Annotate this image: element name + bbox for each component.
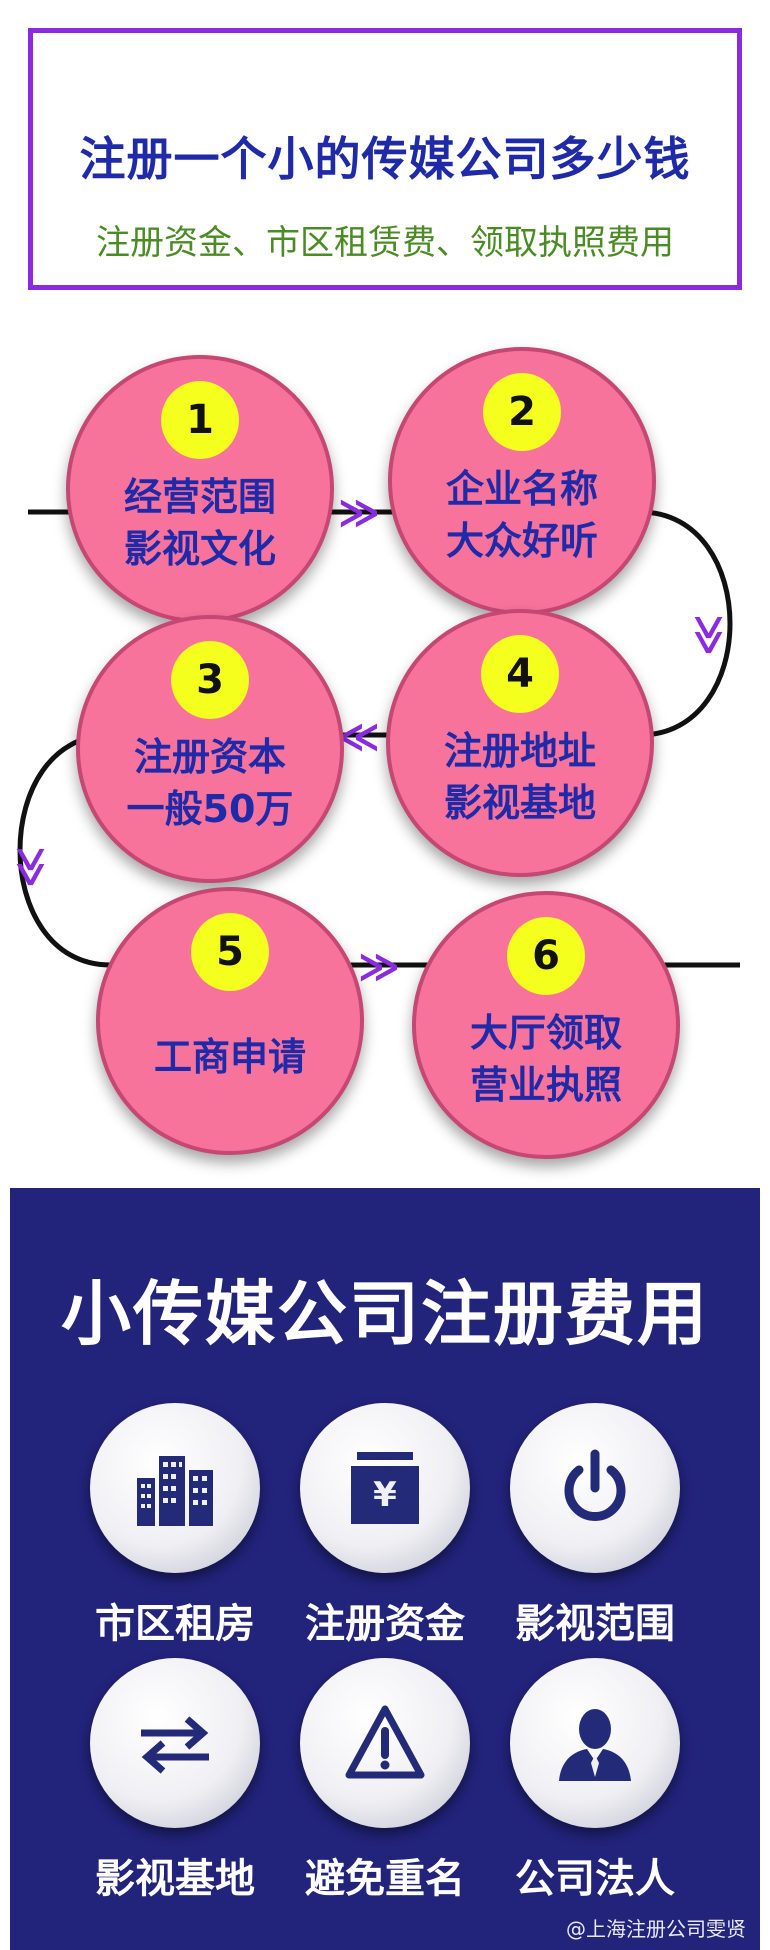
buildings-icon <box>137 1456 213 1526</box>
chevron-down-icon: ≫ <box>685 614 732 656</box>
step-number: 4 <box>481 635 559 713</box>
page-subtitle: 注册资金、市区租赁费、领取执照费用 <box>96 223 674 263</box>
chevron-right-icon: ≫ <box>338 490 380 536</box>
power-icon <box>564 1449 626 1521</box>
watermark: @上海注册公司雯贤 <box>566 1917 746 1941</box>
page-title: 注册一个小的传媒公司多少钱 <box>79 132 691 186</box>
fee-label: 影视基地 <box>95 1856 255 1902</box>
fee-item-scope: 影视范围 <box>495 1403 695 1653</box>
step-number: 6 <box>507 917 585 995</box>
step-text: 注册资本 一般50万 <box>80 731 340 835</box>
step-text: 注册地址 影视基地 <box>390 725 650 829</box>
fee-item-rent: 市区租房 <box>75 1403 275 1653</box>
step-3: 3 注册资本 一般50万 <box>76 615 344 883</box>
fee-circle <box>300 1658 470 1828</box>
fee-item-base: 影视基地 <box>75 1658 275 1908</box>
step-line: 大众好听 <box>445 519 598 563</box>
step-number: 3 <box>171 641 249 719</box>
fee-label: 影视范围 <box>515 1601 675 1647</box>
fee-circle <box>510 1403 680 1573</box>
header-box: 注册一个小的传媒公司多少钱 注册资金、市区租赁费、领取执照费用 <box>28 28 742 290</box>
fees-title: 小传媒公司注册费用 <box>61 1273 709 1355</box>
step-line: 大厅领取 <box>469 1011 622 1055</box>
step-line: 企业名称 <box>445 467 598 511</box>
chevron-left-icon: ≪ <box>338 714 380 760</box>
step-text: 工商申请 <box>100 1031 360 1083</box>
step-line: 影视基地 <box>443 781 596 825</box>
fee-item-capital: ¥ 注册资金 <box>285 1403 485 1653</box>
step-line: 工商申请 <box>153 1035 306 1079</box>
fee-item-legal-rep: 公司法人 <box>495 1658 695 1908</box>
flow-path <box>17 509 740 968</box>
fee-circle <box>90 1403 260 1573</box>
step-line: 注册地址 <box>443 729 596 773</box>
person-icon <box>559 1709 631 1781</box>
svg-text:¥: ¥ <box>373 1475 397 1515</box>
step-line: 营业执照 <box>469 1063 622 1107</box>
step-2: 2 企业名称 大众好听 <box>388 347 656 615</box>
step-line: 注册资本 <box>133 735 286 779</box>
chevron-down-icon: ≫ <box>7 846 54 888</box>
fee-item-unique-name: 避免重名 <box>285 1658 485 1908</box>
step-line: 影视文化 <box>123 527 276 571</box>
fee-circle: ¥ <box>300 1403 470 1573</box>
warning-icon <box>345 1705 425 1779</box>
step-number: 1 <box>161 381 239 459</box>
step-number: 5 <box>191 913 269 991</box>
step-6: 6 大厅领取 营业执照 <box>412 891 680 1159</box>
steps-flow: ≫ ≫ ≪ ≫ ≫ 1 经营范围 影视文化 2 企业名称 大众好听 3 注册资本… <box>0 335 770 1175</box>
step-1: 1 经营范围 影视文化 <box>66 355 334 623</box>
fee-label: 注册资金 <box>305 1601 465 1647</box>
fee-label: 避免重名 <box>305 1856 465 1902</box>
yen-box-icon: ¥ <box>351 1452 419 1524</box>
fee-label: 市区租房 <box>95 1601 255 1647</box>
swap-arrows-icon <box>141 1716 209 1774</box>
step-line: 经营范围 <box>123 475 276 519</box>
fee-circle <box>90 1658 260 1828</box>
step-text: 企业名称 大众好听 <box>392 463 652 567</box>
fee-circle <box>510 1658 680 1828</box>
step-number: 2 <box>483 373 561 451</box>
step-text: 经营范围 影视文化 <box>70 471 330 575</box>
step-5: 5 工商申请 <box>96 887 364 1155</box>
fee-label: 公司法人 <box>515 1856 675 1902</box>
step-4: 4 注册地址 影视基地 <box>386 609 654 877</box>
fees-panel: 小传媒公司注册费用 <box>10 1188 760 1950</box>
step-line: 一般50万 <box>126 787 294 831</box>
chevron-right-icon: ≫ <box>358 944 400 990</box>
step-text: 大厅领取 营业执照 <box>416 1007 676 1111</box>
